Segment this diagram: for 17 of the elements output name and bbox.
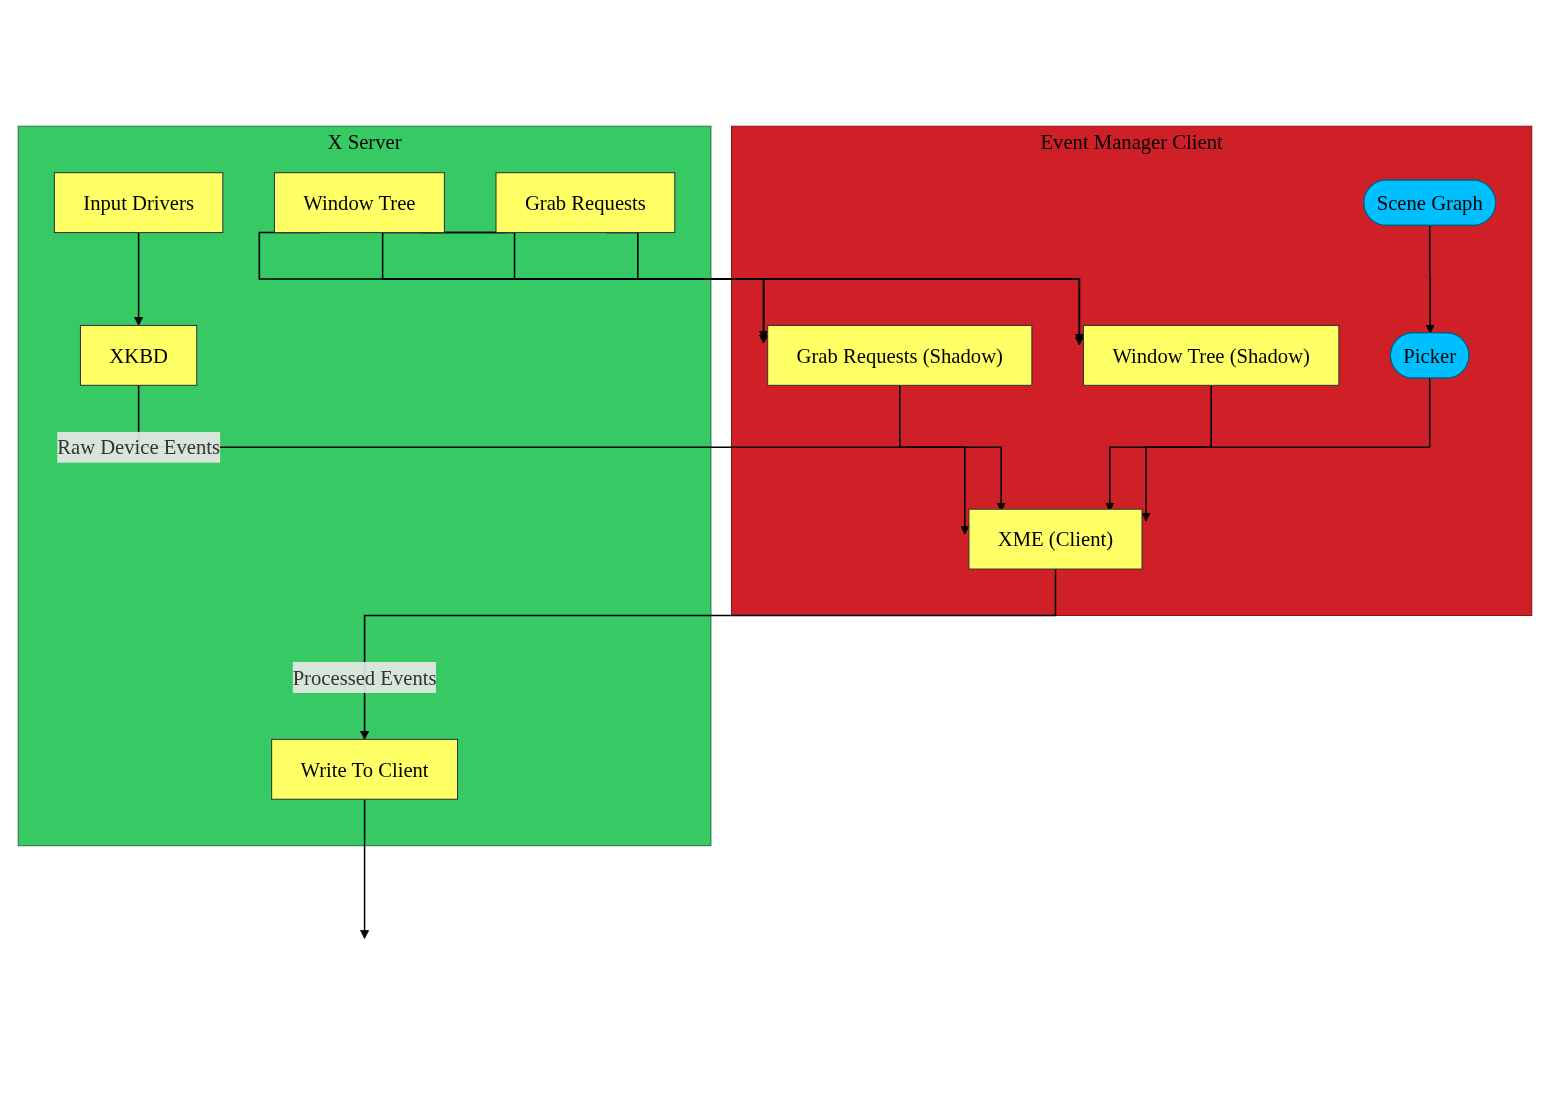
cluster: [17, 125, 712, 846]
node-box: [271, 738, 459, 800]
node-box: [1082, 324, 1340, 386]
node-box: [53, 171, 224, 233]
node-box: [273, 171, 445, 233]
arrow: [134, 231, 144, 326]
arrow: [1141, 377, 1431, 522]
node-box: [968, 508, 1143, 570]
arrow: [360, 567, 1057, 740]
node-box: [79, 324, 198, 386]
node-box: [767, 324, 1033, 386]
edge-label: Processed Events: [292, 665, 437, 689]
cluster: [731, 125, 1533, 616]
arrow: [1425, 224, 1435, 334]
edge-label: Raw Device Events: [57, 435, 221, 459]
node-box: [495, 171, 676, 233]
arrow: [360, 798, 370, 939]
